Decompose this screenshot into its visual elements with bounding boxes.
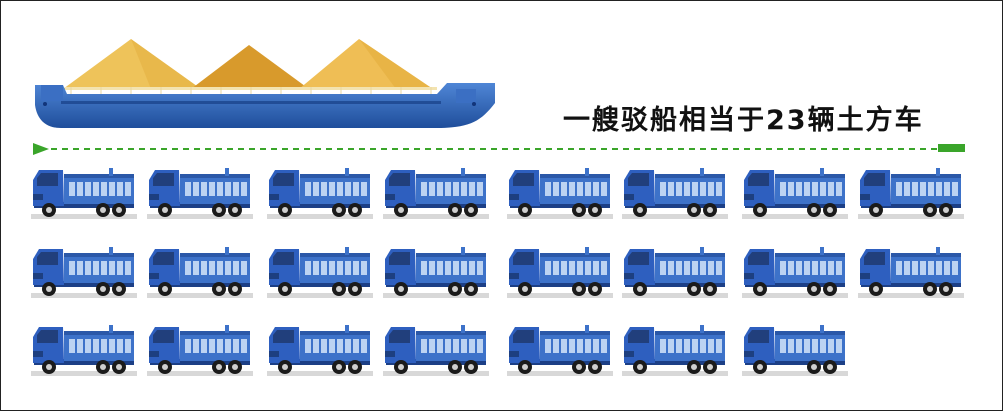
dump-truck-icon xyxy=(858,247,964,298)
dump-truck-icon xyxy=(383,325,489,376)
dump-truck-icon xyxy=(147,168,253,219)
dump-truck-icon xyxy=(858,168,964,219)
dump-truck-icon xyxy=(507,168,613,219)
dump-truck-icon xyxy=(31,325,137,376)
dump-truck-icon xyxy=(147,325,253,376)
dump-truck-icon xyxy=(267,168,373,219)
dump-truck-icon xyxy=(31,168,137,219)
dump-truck-icon xyxy=(31,247,137,298)
dump-truck-icon xyxy=(622,168,728,219)
dump-truck-icon xyxy=(507,247,613,298)
truck-grid xyxy=(31,168,964,376)
dump-truck-icon xyxy=(383,168,489,219)
dump-truck-icon xyxy=(742,247,848,298)
dump-truck-icon xyxy=(742,168,848,219)
dump-truck-icon xyxy=(507,325,613,376)
dump-truck-icon xyxy=(267,247,373,298)
dump-truck-icon xyxy=(147,247,253,298)
dump-truck-icon xyxy=(383,247,489,298)
dump-truck-icon xyxy=(622,325,728,376)
dump-truck-icon xyxy=(267,325,373,376)
dump-truck-icon xyxy=(622,247,728,298)
dump-truck-icon xyxy=(742,325,848,376)
caption-text: 一艘驳船相当于23辆土方车 xyxy=(563,105,924,136)
comparison-arrow xyxy=(33,143,965,155)
barge-illustration xyxy=(35,39,495,128)
